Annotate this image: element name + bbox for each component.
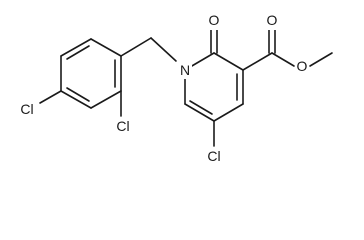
atom-cl-pyridone: Cl [207, 148, 220, 164]
atom-o-ketone: O [209, 12, 220, 28]
bond-ar3-ar4 [60, 90, 92, 109]
atom-labels: N O O O Cl Cl Cl [15, 12, 309, 165]
bond-ch2-ar [120, 37, 152, 57]
bond-ar6-ar1 [90, 38, 122, 57]
bond-c-ester-o-ether [271, 52, 295, 67]
molecule-structure: N O O O Cl Cl Cl [15, 12, 333, 165]
bonds [39, 27, 333, 147]
bond-ar5-ar6 [60, 38, 92, 57]
bond-o-ether-methyl [309, 52, 333, 67]
bond-c5-c6 [184, 103, 215, 122]
atom-o-ester-ether: O [297, 58, 308, 74]
bond-ar4-cl [39, 90, 62, 104]
bond-ar2-ar3 [90, 90, 122, 109]
bond-ar3-ar4-inner [66, 87, 90, 102]
atom-cl-benzyl-para: Cl [20, 101, 33, 117]
bond-c2-c3 [213, 52, 244, 71]
bond-c3-c-ester [242, 52, 273, 71]
bond-c4-c5 [213, 103, 244, 122]
atom-cl-benzyl-ortho: Cl [116, 118, 129, 134]
bond-ar5-ar6-inner [66, 45, 90, 60]
bond-c5-c6-inner [189, 100, 213, 115]
bond-n1-ch2 [150, 37, 177, 62]
atom-n1: N [180, 62, 190, 78]
atom-o-ester-carbonyl: O [267, 12, 278, 28]
